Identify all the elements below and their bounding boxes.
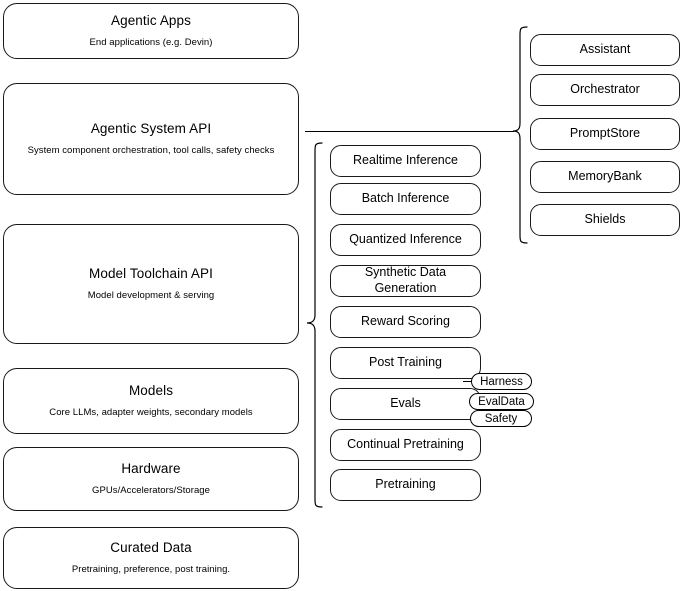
service-label: Synthetic Data Generation	[364, 265, 447, 295]
layer-title: Hardware	[121, 461, 181, 477]
service-realtime-inference[interactable]: Realtime Inference	[330, 145, 481, 177]
brace-system-services	[505, 20, 529, 252]
layer-title: Curated Data	[110, 540, 192, 556]
service-continual-pretraining[interactable]: Continual Pretraining	[330, 429, 481, 461]
service-assistant[interactable]: Assistant	[530, 34, 680, 66]
service-synthetic-data-generation[interactable]: Synthetic Data Generation	[330, 265, 481, 297]
layer-models[interactable]: Models Core LLMs, adapter weights, secon…	[3, 368, 299, 434]
service-label: Shields	[584, 212, 626, 227]
layer-subtitle: System component orchestration, tool cal…	[27, 145, 275, 156]
service-label: Evals	[390, 396, 421, 411]
layer-title: Agentic System API	[90, 121, 212, 137]
service-label: Orchestrator	[570, 82, 640, 97]
service-shields[interactable]: Shields	[530, 204, 680, 236]
service-label: Realtime Inference	[353, 153, 458, 168]
layer-subtitle: End applications (e.g. Devin)	[89, 37, 213, 48]
service-batch-inference[interactable]: Batch Inference	[330, 183, 481, 215]
service-evals[interactable]: Evals	[330, 388, 481, 420]
service-label: PromptStore	[569, 126, 641, 141]
service-label: Batch Inference	[361, 191, 450, 206]
tag-harness[interactable]: Harness	[471, 373, 532, 390]
brace-toolchain-services	[298, 136, 324, 520]
service-post-training[interactable]: Post Training	[330, 347, 481, 379]
service-quantized-inference[interactable]: Quantized Inference	[330, 224, 481, 256]
tag-label: EvalData	[478, 395, 525, 408]
layer-subtitle: Core LLMs, adapter weights, secondary mo…	[49, 407, 253, 418]
tag-safety[interactable]: Safety	[470, 410, 532, 427]
tag-label: Safety	[484, 412, 518, 425]
service-label: Assistant	[579, 42, 631, 57]
connector-system-api-to-services	[305, 131, 514, 132]
layer-hardware[interactable]: Hardware GPUs/Accelerators/Storage	[3, 447, 299, 511]
layer-subtitle: Pretraining, preference, post training.	[71, 564, 231, 575]
service-label: Post Training	[369, 355, 442, 370]
layer-title: Model Toolchain API	[89, 266, 213, 282]
service-orchestrator[interactable]: Orchestrator	[530, 74, 680, 106]
layer-title: Models	[128, 383, 174, 399]
layer-model-toolchain-api[interactable]: Model Toolchain API Model development & …	[3, 224, 299, 344]
layer-subtitle: Model development & serving	[87, 290, 215, 301]
tag-evaldata[interactable]: EvalData	[469, 393, 534, 410]
layer-title: Agentic Apps	[110, 13, 191, 29]
service-label: Pretraining	[375, 477, 436, 492]
service-label: Reward Scoring	[361, 314, 450, 329]
service-memorybank[interactable]: MemoryBank	[530, 161, 680, 193]
service-pretraining[interactable]: Pretraining	[330, 469, 481, 501]
layer-subtitle: GPUs/Accelerators/Storage	[92, 485, 210, 496]
tag-label: Harness	[480, 375, 523, 388]
layer-agentic-apps[interactable]: Agentic Apps End applications (e.g. Devi…	[3, 3, 299, 59]
service-label: Continual Pretraining	[347, 437, 464, 452]
service-reward-scoring[interactable]: Reward Scoring	[330, 306, 481, 338]
service-label: Quantized Inference	[349, 232, 462, 247]
layer-agentic-system-api[interactable]: Agentic System API System component orch…	[3, 83, 299, 195]
service-label: MemoryBank	[568, 169, 642, 184]
service-promptstore[interactable]: PromptStore	[530, 118, 680, 150]
layer-curated-data[interactable]: Curated Data Pretraining, preference, po…	[3, 527, 299, 589]
